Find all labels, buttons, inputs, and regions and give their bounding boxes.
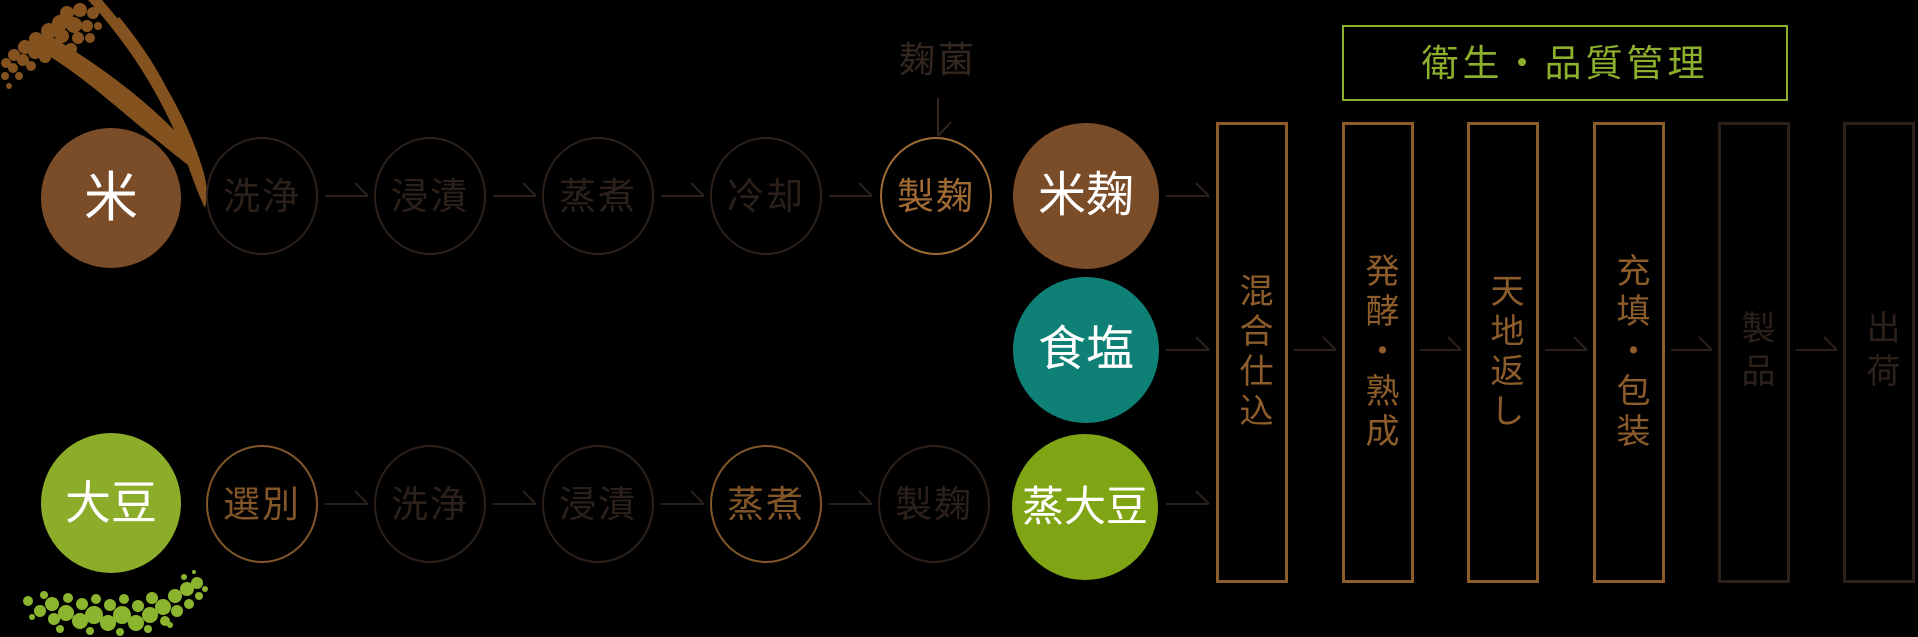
step-circle-rice-soaking: 浸漬: [374, 137, 486, 255]
step-circle-rice-washing: 洗浄: [206, 137, 318, 255]
step-circle-soy-steaming: 蒸煮: [710, 445, 822, 563]
koji-mold-arrow: [937, 98, 952, 137]
quality-control-banner: 衛生・品質管理: [1342, 25, 1788, 101]
soybean-cluster-illustration: [23, 570, 208, 636]
rice-plant-illustration: [1, 0, 207, 208]
input-circle-rice: 米: [41, 128, 181, 268]
process-box-filling-packaging: 充填・包装: [1593, 122, 1665, 583]
step-circle-soy-koji-making: 製麹: [878, 445, 990, 563]
step-circle-soy-sorting: 選別: [206, 445, 318, 563]
process-box-turning-over: 天地返し: [1467, 122, 1539, 583]
step-circle-rice-cooling: 冷却: [710, 137, 822, 255]
process-box-product: 製品: [1718, 122, 1790, 583]
input-circle-soybean: 大豆: [41, 433, 181, 573]
step-circle-rice-koji-making: 製麹: [880, 137, 992, 255]
flow-arrows: [325, 182, 1838, 505]
result-circle-rice-koji: 米麹: [1013, 123, 1159, 269]
step-circle-soy-soaking: 浸漬: [542, 445, 654, 563]
ingredient-circle-salt: 食塩: [1013, 277, 1159, 423]
process-box-mixing: 混合仕込: [1216, 122, 1288, 583]
process-box-shipping: 出荷: [1843, 122, 1915, 583]
step-circle-rice-steaming: 蒸煮: [542, 137, 654, 255]
koji-mold-note: 麹菌: [898, 39, 977, 80]
result-circle-steamed-soybean: 蒸大豆: [1012, 434, 1158, 580]
step-circle-soy-washing: 洗浄: [374, 445, 486, 563]
process-box-fermentation-aging: 発酵・熟成: [1342, 122, 1414, 583]
